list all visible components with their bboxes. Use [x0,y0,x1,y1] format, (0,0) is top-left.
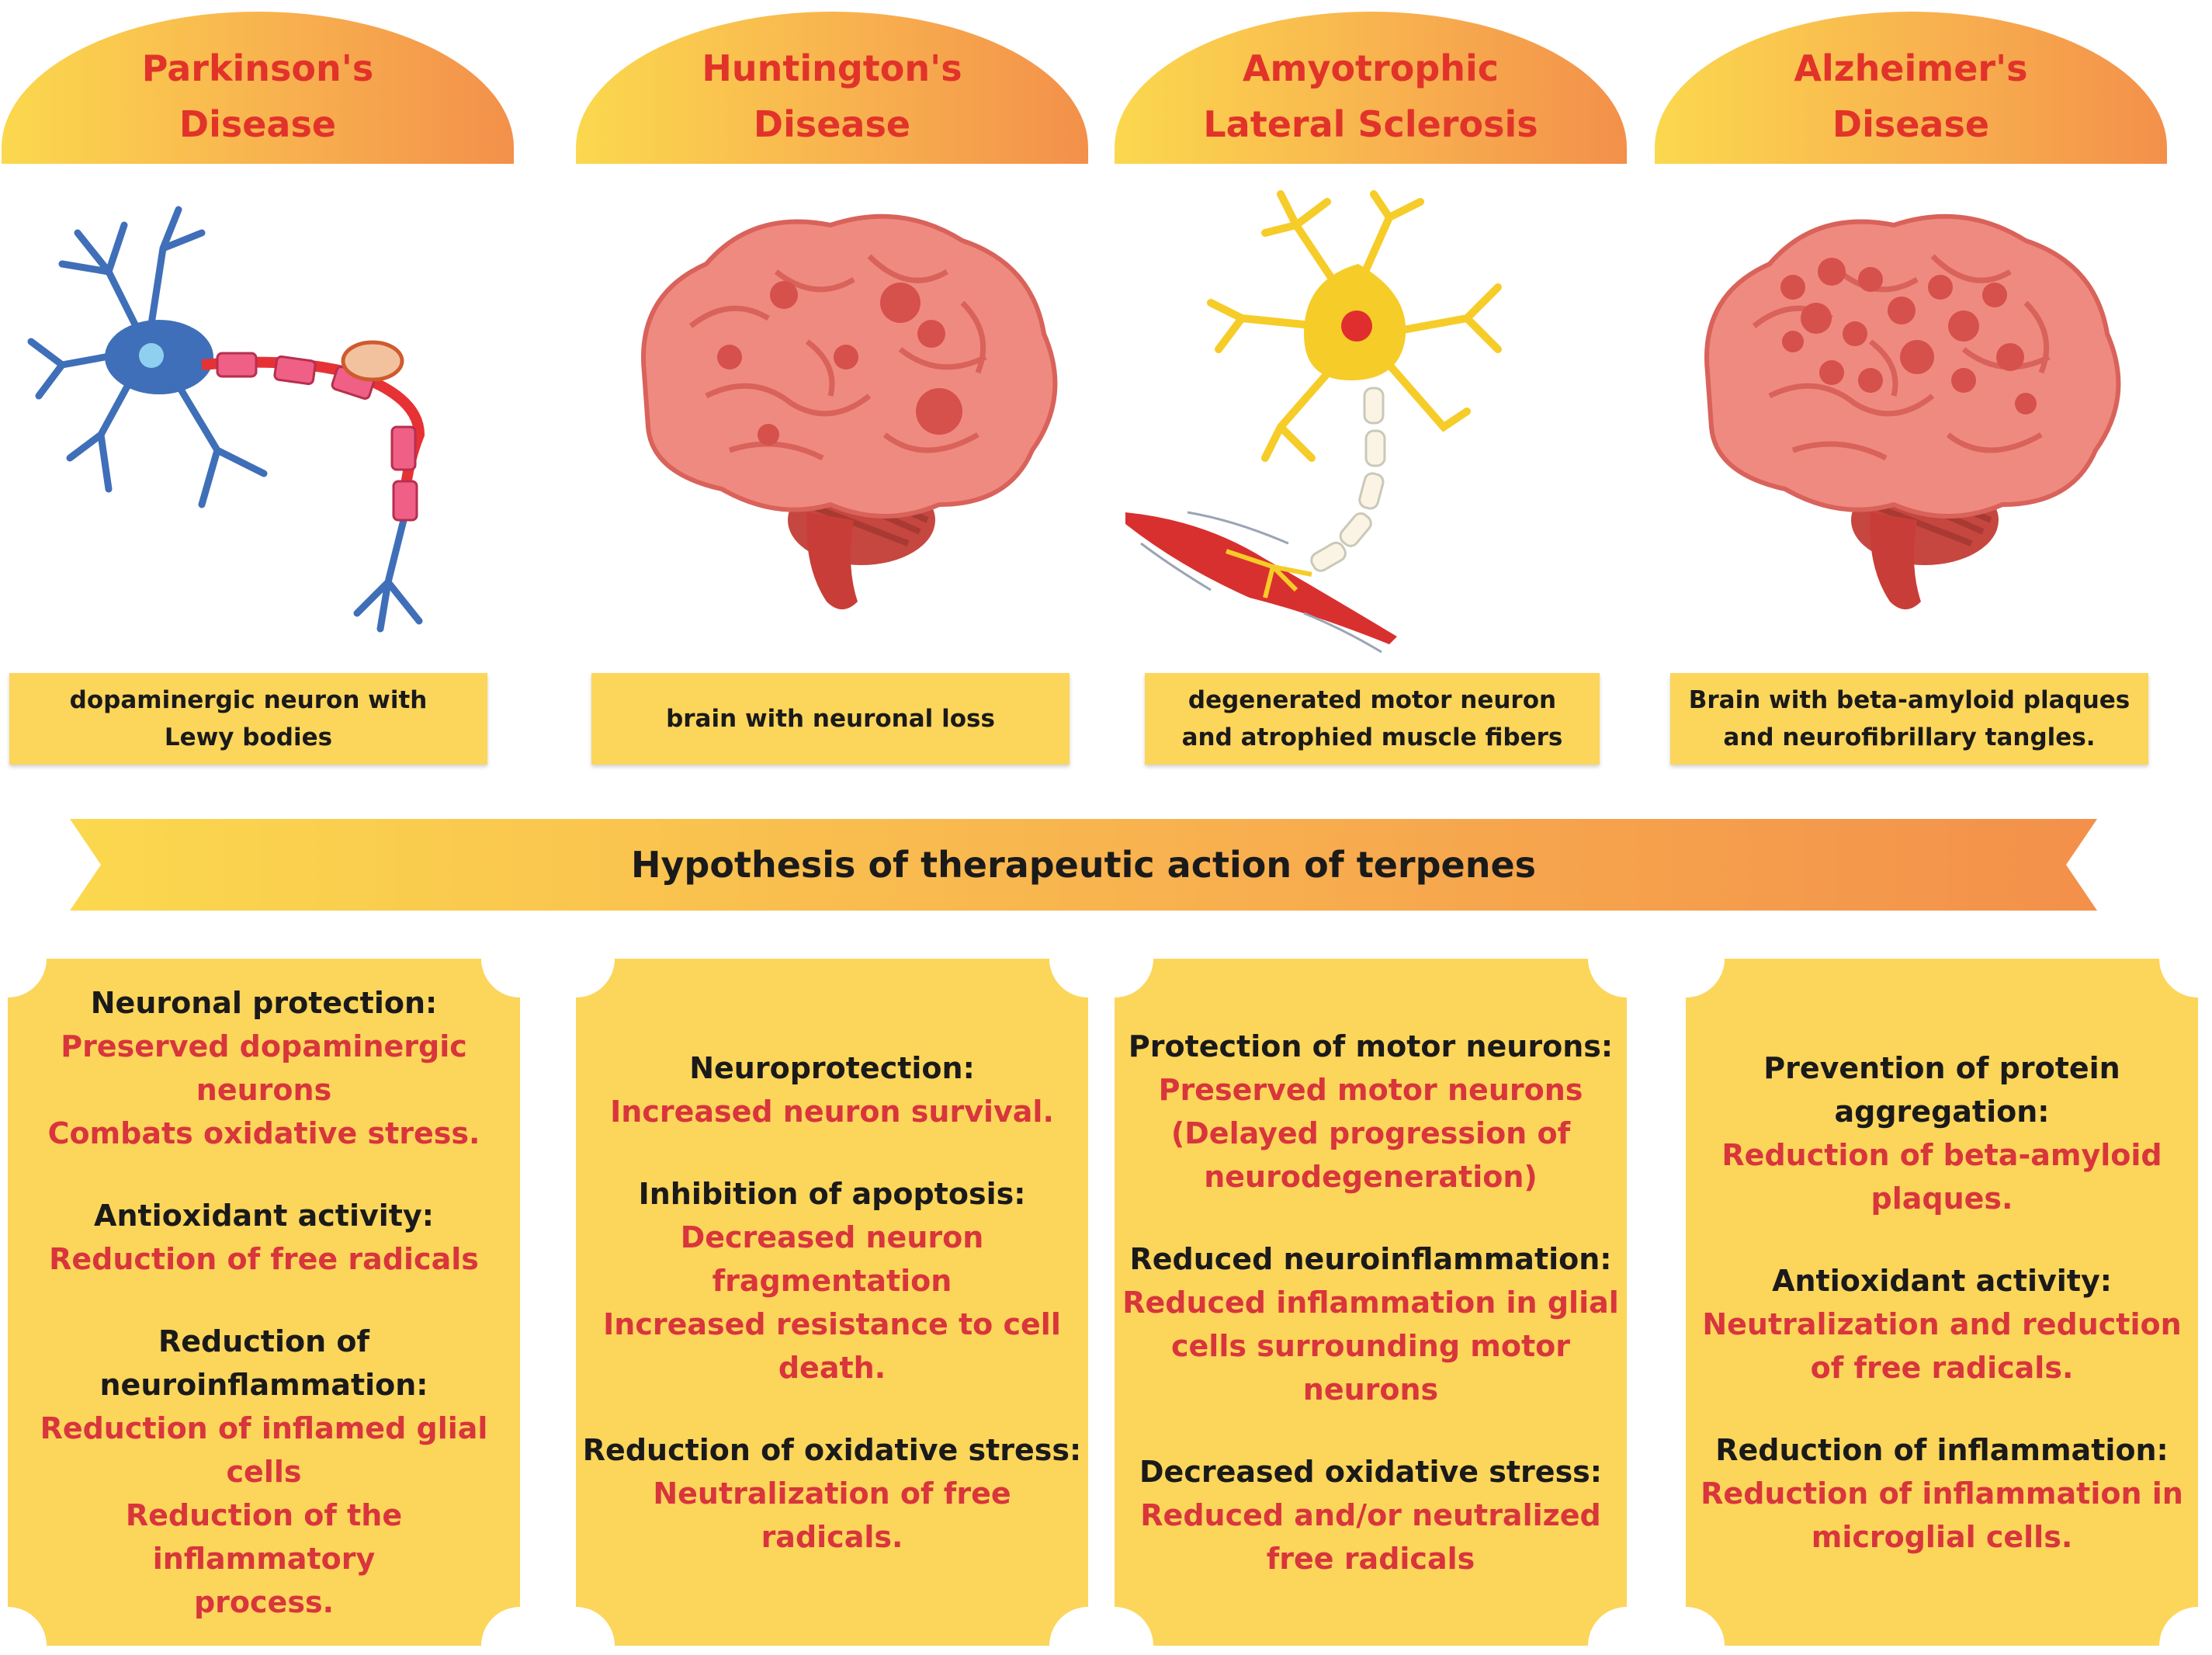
effect-section: Antioxidant activity: Reduction of free … [49,1194,479,1281]
effect-heading: Reduction of oxidative stress: [582,1432,1082,1467]
effect-text: Preserved motor neurons (Delayed progres… [1158,1072,1583,1194]
card-shape [576,959,1088,1646]
effect-text: Neutralization of free radicals. [653,1476,1011,1554]
effect-heading: Reduction of neuroinflammation: [99,1324,428,1402]
motor-neuron-muscle-icon [1125,190,1502,654]
brain-illustration [1638,179,2181,660]
effect-section: Neuroprotection: Increased neuron surviv… [610,1046,1054,1133]
header-dome-als: Amyotrophic Lateral Sclerosis [1115,12,1627,164]
effects-card-alzheimers: Prevention of protein aggregation: Reduc… [1686,959,2198,1646]
caption-box: degenerated motor neuron and atrophied m… [1145,673,1600,765]
effect-section: Inhibition of apoptosis: Decreased neuro… [603,1172,1061,1390]
effect-section: Reduction of inflammation: Reduction of … [1701,1428,2183,1559]
effect-text: Reduction of inflammation in microglial … [1701,1476,2183,1554]
effect-heading: Protection of motor neurons: [1128,1029,1614,1063]
disease-title: Huntington's Disease [702,47,962,145]
effect-section: Antioxidant activity: Neutralization and… [1702,1259,2181,1390]
effect-section: Reduction of neuroinflammation: Reductio… [11,1320,517,1624]
effect-section: Reduction of oxidative stress: Neutraliz… [579,1428,1085,1559]
effect-heading: Antioxidant activity: [94,1198,434,1233]
card-shape [1686,959,2198,1646]
header-dome-alzheimers: Alzheimer's Disease [1655,12,2167,164]
effect-section: Reduced neuroinflammation: Reduced infla… [1122,1237,1619,1411]
effect-section: Protection of motor neurons: Preserved m… [1129,1025,1613,1199]
effect-heading: Neuronal protection: [90,985,438,1020]
card-shape [1115,959,1627,1646]
caption-box: Brain with beta-amyloid plaques and neur… [1670,673,2148,765]
effect-text: Decreased neuron fragmentation Increased… [603,1220,1061,1385]
effect-heading: Antioxidant activity: [1772,1263,2112,1298]
brain-neuronal-loss-icon [574,179,1118,660]
caption-box: brain with neuronal loss [591,673,1070,765]
effect-heading: Reduced neuroinflammation: [1129,1241,1612,1276]
effect-heading: Prevention of protein aggregation: [1763,1050,2120,1129]
effect-text: Increased neuron survival. [610,1094,1054,1129]
hypothesis-banner: Hypothesis of therapeutic action of terp… [70,819,2097,911]
effect-text: Preserved dopaminergic neurons Combats o… [47,1029,480,1150]
effect-text: Reduction of beta-amyloid plaques. [1721,1137,2162,1216]
card-shape [8,959,520,1646]
effect-section: Prevention of protein aggregation: Reduc… [1721,1046,2162,1220]
effect-text: Reduction of inflamed glial cells Reduct… [40,1410,488,1619]
header-dome-parkinsons: Parkinson's Disease [2,12,514,164]
effects-card-huntingtons: Neuroprotection: Increased neuron surviv… [576,959,1088,1646]
header-dome-huntingtons: Huntington's Disease [576,12,1088,164]
brain-amyloid-plaques-icon [1638,179,2181,660]
caption-box: dopaminergic neuron with Lewy bodies [9,673,487,765]
effect-heading: Neuroprotection: [689,1050,975,1085]
brain-illustration [574,179,1118,660]
banner-title: Hypothesis of therapeutic action of terp… [630,844,1537,886]
dopaminergic-neuron-icon [27,206,425,633]
neuron-illustration [16,179,559,660]
effect-text: Reduced and/or neutralized free radicals [1140,1497,1601,1576]
effect-heading: Inhibition of apoptosis: [638,1176,1026,1211]
effect-heading: Reduction of inflammation: [1715,1432,2169,1467]
motor-neuron-illustration [1110,179,1653,660]
effects-card-als: Protection of motor neurons: Preserved m… [1115,959,1627,1646]
effects-card-parkinsons: Neuronal protection: Preserved dopaminer… [8,959,520,1646]
effect-section: Decreased oxidative stress: Reduced and/… [1139,1450,1602,1580]
disease-title: Amyotrophic Lateral Sclerosis [1203,47,1538,145]
effect-section: Neuronal protection: Preserved dopaminer… [48,981,480,1155]
effect-heading: Decreased oxidative stress: [1139,1454,1602,1489]
banner-ribbon-shape [70,819,2097,911]
disease-title: Alzheimer's Disease [1794,47,2028,145]
disease-title: Parkinson's Disease [141,47,374,145]
effect-text: Neutralization and reduction of free rad… [1702,1306,2182,1385]
effect-text: Reduced inflammation in glial cells surr… [1122,1285,1619,1407]
effect-text: Reduction of free radicals [49,1241,479,1276]
